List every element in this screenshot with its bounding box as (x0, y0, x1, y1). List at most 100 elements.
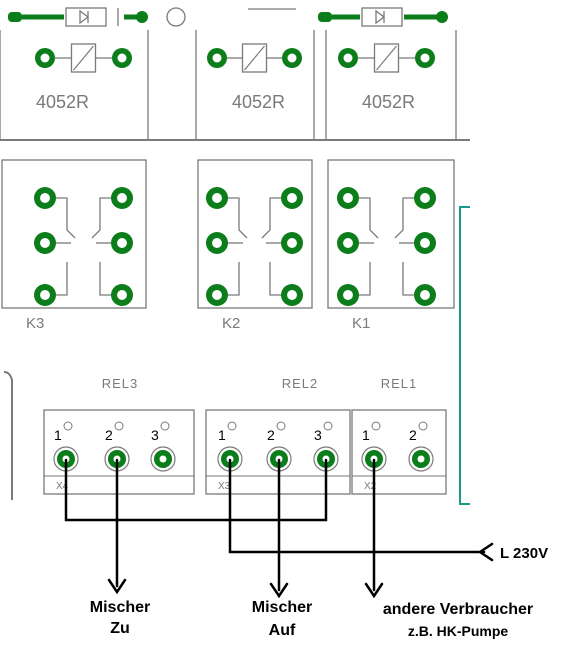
relay-part-number: 4052R (362, 92, 415, 112)
relay-body-outline (1, 159, 147, 309)
output-label-auf-line2: Auf (269, 622, 296, 639)
output-label-zu-line2: Zu (110, 620, 130, 637)
contact-pad-hole (40, 193, 50, 203)
terminal-pin-marker (227, 421, 237, 431)
board-edge-mark (3, 371, 13, 500)
contact-switch-symbol (359, 197, 414, 296)
relay-k1: 4052R K1 (325, 30, 457, 332)
relay-designator: K1 (352, 315, 370, 332)
contact-pad-hole (420, 238, 430, 248)
output-label-other-line1: andere Verbraucher (383, 601, 533, 618)
terminal-pin-number: 2 (267, 427, 275, 443)
contact-pad-hole (343, 193, 353, 203)
wiring (64, 458, 494, 599)
wire-common-bridge (64, 458, 328, 522)
terminal-pin-number: 2 (409, 427, 417, 443)
coil-pad-hole (212, 53, 222, 63)
contact-pad-hole (420, 290, 430, 300)
coil-pad-hole (343, 53, 353, 63)
coil-symbol-slash (73, 45, 94, 71)
arrow-head-zu (107, 578, 127, 595)
supply-label: L 230V (500, 545, 548, 562)
relay-part-number: 4052R (36, 92, 89, 112)
terminal-block-designator: X2 (364, 481, 377, 492)
contact-pad-hole (420, 193, 430, 203)
contact-pad-hole (287, 290, 297, 300)
top-pad (136, 11, 148, 23)
terminal-pin-marker (418, 421, 428, 431)
coil-pad-hole (420, 53, 430, 63)
terminal-pin-marker (323, 421, 333, 431)
relay-column-outline (195, 30, 315, 140)
relay-body-outline (327, 159, 455, 309)
terminal-pin-number: 3 (151, 427, 159, 443)
coil-pad-hole (117, 53, 127, 63)
arrow-head-auf (269, 582, 289, 599)
coil-pad-hole (40, 53, 50, 63)
contact-pad-hole (40, 238, 50, 248)
terminal-block-designator: X3 (218, 481, 231, 492)
top-pad (436, 11, 448, 23)
top-pad (8, 12, 22, 22)
output-labels: Mischer Zu Mischer Auf andere Verbrauche… (90, 599, 533, 639)
terminal-block-label: REL1 (381, 376, 418, 391)
relay-body-outline (197, 159, 313, 309)
contact-pad-hole (212, 238, 222, 248)
output-label-other-line2: z.B. HK-Pumpe (408, 623, 509, 639)
terminal-block-outline (43, 409, 195, 495)
contact-pad-hole (117, 290, 127, 300)
relay-part-number: 4052R (232, 92, 285, 112)
top-via (166, 7, 186, 27)
terminal-block-label: REL3 (102, 376, 139, 391)
wire-supply (228, 458, 486, 554)
contact-pad-hole (117, 193, 127, 203)
terminal-block-designator: X4 (56, 481, 69, 492)
terminal-screw-hole (417, 455, 425, 463)
diode-body-1 (65, 7, 107, 27)
terminal-pin-number: 2 (105, 427, 113, 443)
contact-pad-hole (212, 193, 222, 203)
terminal-pin-marker (160, 421, 170, 431)
terminal-block-outline (351, 409, 447, 495)
arrow-head-supply (477, 542, 494, 562)
terminal-pin-number: 1 (218, 427, 226, 443)
contact-pad-hole (117, 238, 127, 248)
top-pad (318, 12, 332, 22)
terminal-pin-marker (63, 421, 73, 431)
coil-symbol-slash (244, 45, 265, 71)
terminal-pin-number: 1 (362, 427, 370, 443)
contact-pad-hole (212, 290, 222, 300)
terminal-screw-hole (159, 455, 167, 463)
terminal-pin-marker (114, 421, 124, 431)
output-label-zu-line1: Mischer (90, 599, 150, 616)
diode-body-2 (361, 7, 403, 27)
coil-symbol-slash (376, 45, 397, 71)
contact-pad-hole (40, 290, 50, 300)
contact-switch-symbol (56, 197, 111, 296)
relay-column-outline (325, 30, 457, 140)
relay-designator: K3 (26, 315, 44, 332)
arrow-head-other (364, 582, 384, 599)
contact-pad-hole (287, 193, 297, 203)
top-diode-strip (8, 7, 448, 27)
terminal-pin-marker (276, 421, 286, 431)
terminal-screw-ring (408, 446, 434, 472)
terminal-block-label: REL2 (282, 376, 319, 391)
relay-k3: 4052R K3 (0, 30, 149, 332)
diode-symbol-2 (375, 9, 386, 25)
terminal-pin-number: 1 (54, 427, 62, 443)
contact-switch-symbol (228, 197, 281, 296)
output-label-auf-line1: Mischer (252, 599, 312, 616)
relay-group: 4052R K3 4052R K2 4052R K1 (0, 30, 457, 332)
relay-designator: K2 (222, 315, 240, 332)
terminal-screw-ring (150, 446, 176, 472)
terminal-pin-number: 3 (314, 427, 322, 443)
relay-k2: 4052R K2 (195, 30, 315, 332)
terminal-pin-marker (371, 421, 381, 431)
coil-pad-hole (287, 53, 297, 63)
diode-symbol-1 (79, 9, 90, 25)
